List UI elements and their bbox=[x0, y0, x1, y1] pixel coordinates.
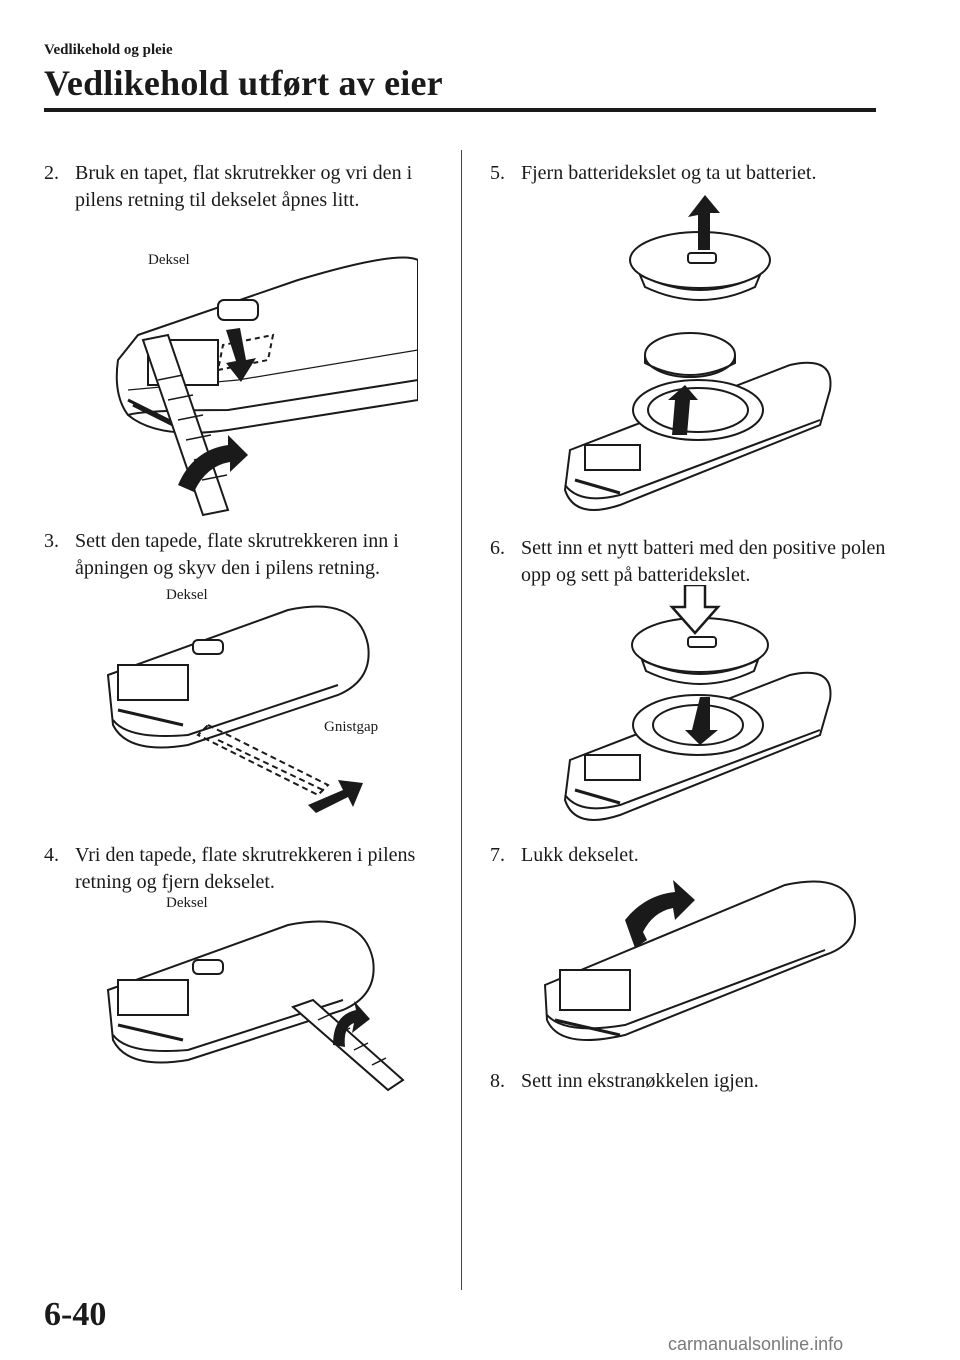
step-number: 4. bbox=[44, 844, 59, 866]
step-number: 3. bbox=[44, 530, 59, 552]
battery-insert-illustration bbox=[563, 585, 832, 821]
key-close-illustration bbox=[543, 880, 857, 1041]
step-5: 5. Fjern batteridekslet og ta ut batteri… bbox=[490, 160, 890, 187]
step-number: 6. bbox=[490, 537, 505, 559]
figure-insert-battery bbox=[560, 585, 840, 835]
figure-pry-cover: Deksel bbox=[98, 240, 418, 520]
step-number: 5. bbox=[490, 162, 505, 184]
key-pry-illustration bbox=[115, 256, 418, 517]
step-7: 7. Lukk dekselet. bbox=[490, 842, 890, 869]
callout-cover: Deksel bbox=[148, 252, 190, 268]
step-text: Vri den tapede, flate skrutrekkeren i pi… bbox=[75, 844, 416, 893]
step-number: 8. bbox=[490, 1070, 505, 1092]
callout-cover: Deksel bbox=[166, 587, 208, 603]
chapter-title: Vedlikehold utført av eier bbox=[44, 63, 443, 103]
callout-cover: Deksel bbox=[166, 895, 208, 911]
key-remove-illustration bbox=[106, 920, 405, 1092]
step-number: 2. bbox=[44, 162, 59, 184]
step-text: Sett inn ekstranøkkelen igjen. bbox=[521, 1070, 759, 1092]
step-number: 7. bbox=[490, 844, 505, 866]
step-text: Fjern batteridekslet og ta ut batteriet. bbox=[521, 162, 817, 184]
section-label: Vedlikehold og pleie bbox=[44, 42, 173, 58]
step-text: Sett inn et nytt batteri med den positiv… bbox=[521, 537, 886, 586]
figure-insert-screwdriver: Deksel Gnistgap bbox=[98, 585, 398, 835]
figure-remove-battery bbox=[560, 195, 840, 525]
step-text: Bruk en tapet, flat skrutrekker og vri d… bbox=[75, 162, 413, 211]
column-divider bbox=[461, 150, 462, 1290]
callout-gap: Gnistgap bbox=[324, 719, 379, 735]
battery-remove-illustration bbox=[563, 195, 832, 511]
figure-close-cover bbox=[535, 870, 865, 1050]
step-4: 4. Vri den tapede, flate skrutrekkeren i… bbox=[44, 842, 439, 896]
step-text: Sett den tapede, flate skrutrekkeren inn… bbox=[75, 530, 399, 579]
watermark: carmanualsonline.info bbox=[668, 1334, 844, 1354]
step-text: Lukk dekselet. bbox=[521, 844, 639, 866]
key-insert-illustration bbox=[106, 605, 370, 813]
header-rule bbox=[44, 108, 876, 112]
step-2: 2. Bruk en tapet, flat skrutrekker og vr… bbox=[44, 160, 439, 214]
figure-remove-cover: Deksel bbox=[98, 895, 408, 1095]
step-3: 3. Sett den tapede, flate skrutrekkeren … bbox=[44, 528, 439, 582]
step-8: 8. Sett inn ekstranøkkelen igjen. bbox=[490, 1068, 890, 1095]
page-number: 6-40 bbox=[44, 1296, 107, 1333]
step-6: 6. Sett inn et nytt batteri med den posi… bbox=[490, 535, 890, 589]
